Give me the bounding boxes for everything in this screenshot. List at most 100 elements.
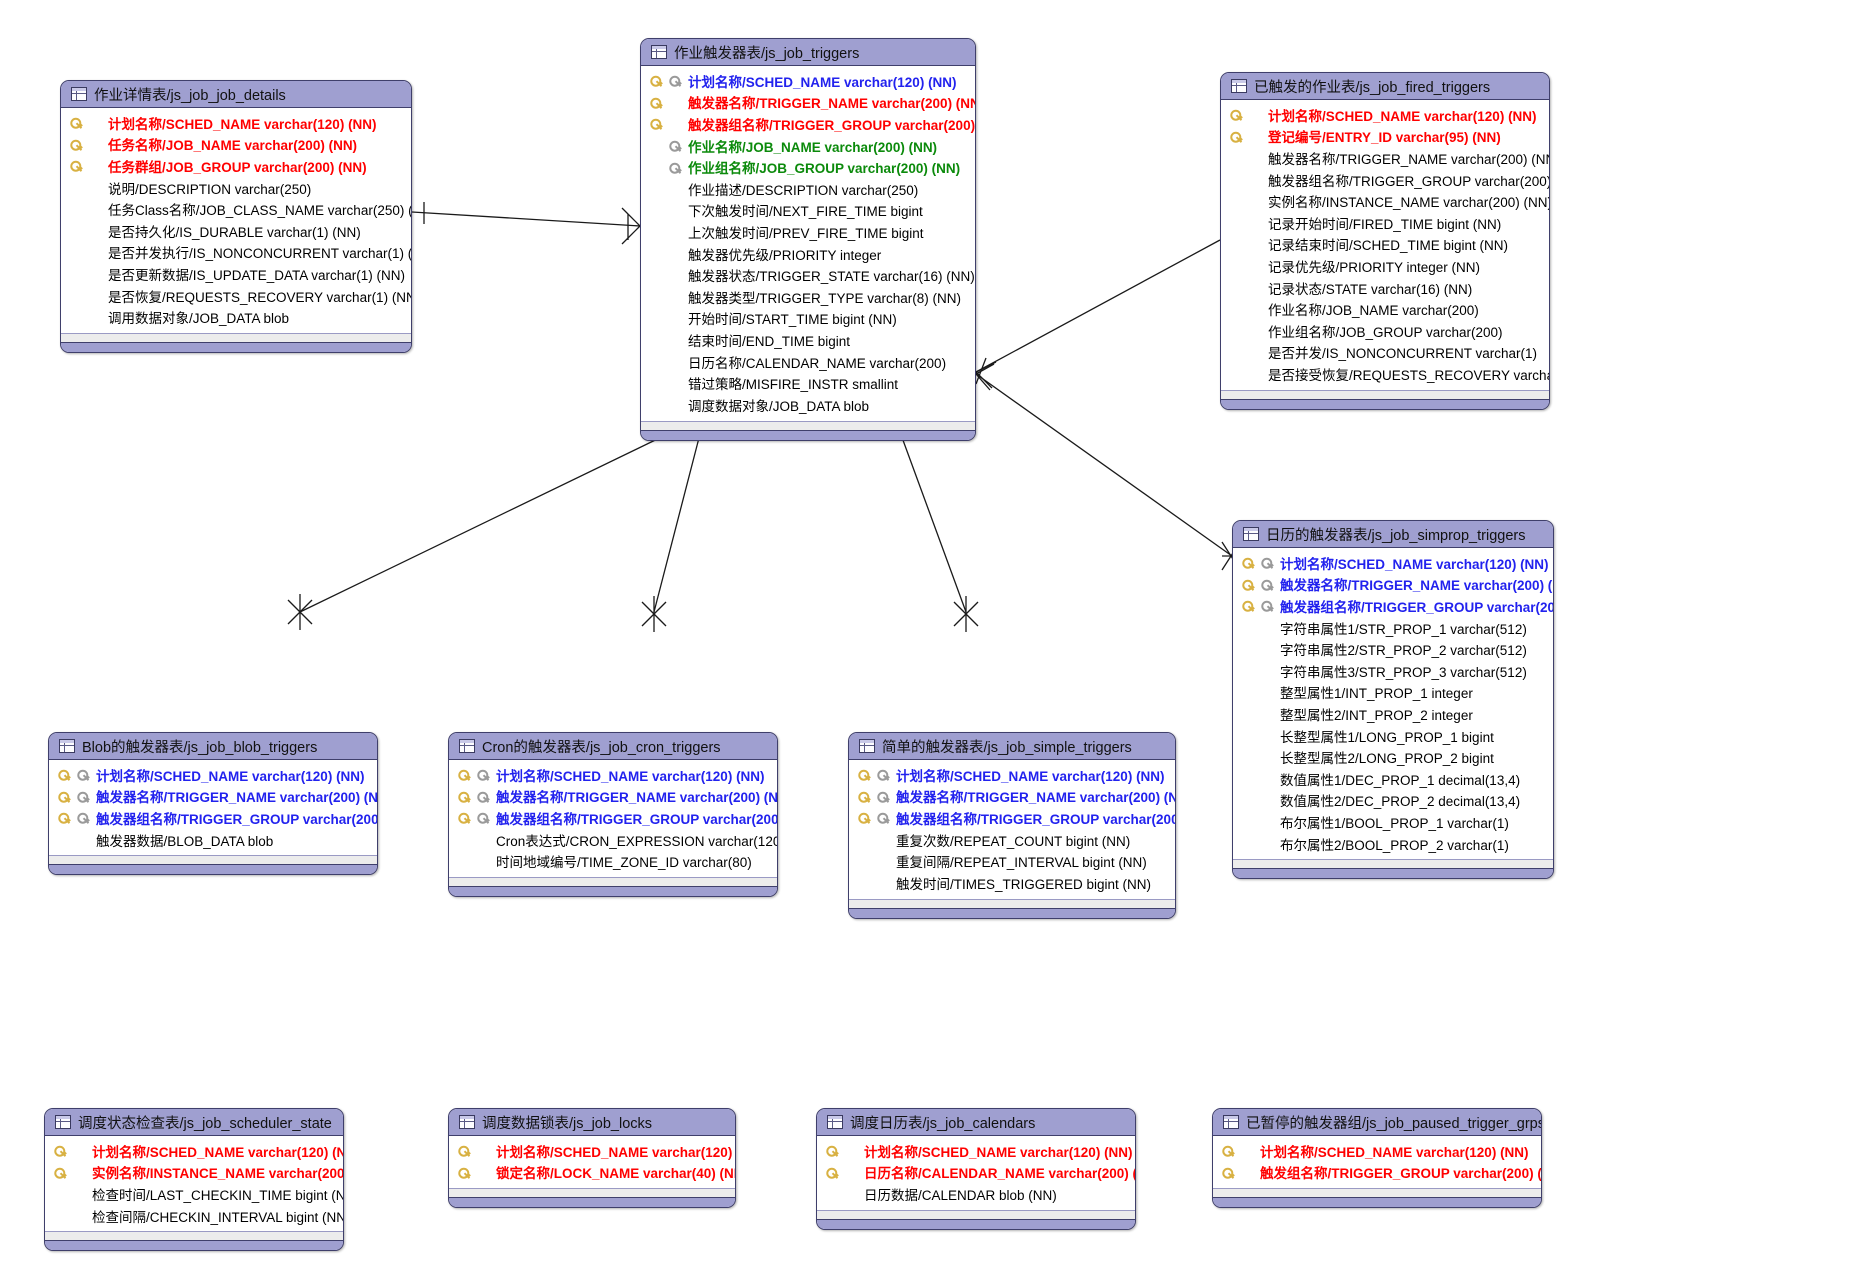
attribute-row[interactable]: 计划名称/SCHED_NAME varchar(120) (NN) <box>51 1140 343 1162</box>
attribute-row[interactable]: 下次触发时间/NEXT_FIRE_TIME bigint <box>647 200 967 222</box>
attribute-row[interactable]: 日历名称/CALENDAR_NAME varchar(200) <box>647 351 967 373</box>
attribute-row[interactable]: 任务群组/JOB_GROUP varchar(200) (NN) <box>67 155 403 177</box>
attribute-row[interactable]: 计划名称/SCHED_NAME varchar(120) (NN) <box>1219 1140 1533 1162</box>
attribute-row[interactable]: 实例名称/INSTANCE_NAME varchar(200) (NN) <box>51 1162 343 1184</box>
attribute-row[interactable]: 记录结束时间/SCHED_TIME bigint (NN) <box>1227 234 1541 256</box>
attribute-row[interactable]: 字符串属性2/STR_PROP_2 varchar(512) <box>1239 638 1545 660</box>
attribute-row[interactable]: 实例名称/INSTANCE_NAME varchar(200) (NN) <box>1227 190 1549 212</box>
attribute-row[interactable]: 触发器类型/TRIGGER_TYPE varchar(8) (NN) <box>647 286 967 308</box>
entity-fired_triggers[interactable]: 已触发的作业表/js_job_fired_triggers 计划名称/SCHED_… <box>1220 72 1550 410</box>
attribute-row[interactable]: 计划名称/SCHED_NAME varchar(120) (NN) <box>647 70 967 92</box>
attribute-row[interactable]: 布尔属性2/BOOL_PROP_2 varchar(1) <box>1239 833 1545 855</box>
attribute-row[interactable]: 锁定名称/LOCK_NAME varchar(40) (NN) <box>455 1162 735 1184</box>
entity-header-calendars[interactable]: 调度日历表/js_job_calendars <box>817 1109 1135 1136</box>
attribute-row[interactable]: 触发器名称/TRIGGER_NAME varchar(200) (NN) <box>1227 147 1549 169</box>
attribute-row[interactable]: 触发器状态/TRIGGER_STATE varchar(16) (NN) <box>647 264 975 286</box>
attribute-row[interactable]: 触发器名称/TRIGGER_NAME varchar(200) (NN) <box>855 786 1175 808</box>
attribute-row[interactable]: 任务Class名称/JOB_CLASS_NAME varchar(250) (N… <box>67 198 411 220</box>
attribute-row[interactable]: 记录状态/STATE varchar(16) (NN) <box>1227 277 1541 299</box>
attribute-row[interactable]: 上次触发时间/PREV_FIRE_TIME bigint <box>647 221 967 243</box>
entity-header-blob_triggers[interactable]: Blob的触发器表/js_job_blob_triggers <box>49 733 377 760</box>
attribute-row[interactable]: 长整型属性2/LONG_PROP_2 bigint <box>1239 746 1545 768</box>
attribute-row[interactable]: 是否恢复/REQUESTS_RECOVERY varchar(1) (NN) <box>67 285 411 307</box>
entity-header-simple_triggers[interactable]: 简单的触发器表/js_job_simple_triggers <box>849 733 1175 760</box>
attribute-row[interactable]: 触发器组名称/TRIGGER_GROUP varchar(200) (NN) <box>855 807 1175 829</box>
attribute-row[interactable]: 计划名称/SCHED_NAME varchar(120) (NN) <box>855 764 1167 786</box>
attribute-row[interactable]: 触发器名称/TRIGGER_NAME varchar(200) (NN) <box>55 786 377 808</box>
attribute-row[interactable]: 触发器优先级/PRIORITY integer <box>647 243 967 265</box>
attribute-row[interactable]: 触发器组名称/TRIGGER_GROUP varchar(200) (NN) <box>1239 595 1553 617</box>
attribute-row[interactable]: 整型属性1/INT_PROP_1 integer <box>1239 682 1545 704</box>
entity-paused_trigger_grps[interactable]: 已暂停的触发器组/js_job_paused_trigger_grps 计划名称/… <box>1212 1108 1542 1209</box>
attribute-row[interactable]: 字符串属性1/STR_PROP_1 varchar(512) <box>1239 617 1545 639</box>
attribute-row[interactable]: 布尔属性1/BOOL_PROP_1 varchar(1) <box>1239 811 1545 833</box>
entity-header-simprop_triggers[interactable]: 日历的触发器表/js_job_simprop_triggers <box>1233 521 1553 548</box>
attribute-row[interactable]: Cron表达式/CRON_EXPRESSION varchar(120) (NN… <box>455 829 777 851</box>
attribute-row[interactable]: 时间地域编号/TIME_ZONE_ID varchar(80) <box>455 850 769 872</box>
attribute-row[interactable]: 说明/DESCRIPTION varchar(250) <box>67 177 403 199</box>
attribute-row[interactable]: 计划名称/SCHED_NAME varchar(120) (NN) <box>1239 552 1549 574</box>
attribute-row[interactable]: 触发器名称/TRIGGER_NAME varchar(200) (NN) <box>647 92 975 114</box>
attribute-row[interactable]: 是否持久化/IS_DURABLE varchar(1) (NN) <box>67 220 403 242</box>
attribute-row[interactable]: 作业描述/DESCRIPTION varchar(250) <box>647 178 967 200</box>
entity-header-fired_triggers[interactable]: 已触发的作业表/js_job_fired_triggers <box>1221 73 1549 100</box>
attribute-row[interactable]: 调用数据对象/JOB_DATA blob <box>67 306 403 328</box>
attribute-row[interactable]: 检查时间/LAST_CHECKIN_TIME bigint (NN) <box>51 1183 343 1205</box>
attribute-row[interactable]: 触发器名称/TRIGGER_NAME varchar(200) (NN) <box>455 786 777 808</box>
entity-blob_triggers[interactable]: Blob的触发器表/js_job_blob_triggers 计划名称/SCHED… <box>48 732 378 876</box>
attribute-row[interactable]: 是否并发/IS_NONCONCURRENT varchar(1) <box>1227 342 1541 364</box>
entity-job_triggers[interactable]: 作业触发器表/js_job_triggers 计划名称/SCHED_NAME va… <box>640 38 976 441</box>
entity-simple_triggers[interactable]: 简单的触发器表/js_job_simple_triggers 计划名称/SCHED… <box>848 732 1176 919</box>
attribute-row[interactable]: 计划名称/SCHED_NAME varchar(120) (NN) <box>823 1140 1133 1162</box>
attribute-row[interactable]: 日历名称/CALENDAR_NAME varchar(200) (NN) <box>823 1162 1135 1184</box>
attribute-row[interactable]: 作业组名称/JOB_GROUP varchar(200) <box>1227 320 1541 342</box>
attribute-row[interactable]: 结束时间/END_TIME bigint <box>647 329 967 351</box>
attribute-row[interactable]: 计划名称/SCHED_NAME varchar(120) (NN) <box>67 112 403 134</box>
attribute-row[interactable]: 记录优先级/PRIORITY integer (NN) <box>1227 255 1541 277</box>
attribute-row[interactable]: 作业组名称/JOB_GROUP varchar(200) (NN) <box>647 156 967 178</box>
attribute-row[interactable]: 长整型属性1/LONG_PROP_1 bigint <box>1239 725 1545 747</box>
entity-locks[interactable]: 调度数据锁表/js_job_locks 计划名称/SCHED_NAME varch… <box>448 1108 736 1209</box>
attribute-row[interactable]: 触发组名称/TRIGGER_GROUP varchar(200) (NN) <box>1219 1162 1541 1184</box>
attribute-row[interactable]: 整型属性2/INT_PROP_2 integer <box>1239 703 1545 725</box>
attribute-row[interactable]: 触发时间/TIMES_TRIGGERED bigint (NN) <box>855 872 1167 894</box>
entity-header-cron_triggers[interactable]: Cron的触发器表/js_job_cron_triggers <box>449 733 777 760</box>
attribute-row[interactable]: 重复次数/REPEAT_COUNT bigint (NN) <box>855 829 1167 851</box>
attribute-row[interactable]: 登记编号/ENTRY_ID varchar(95) (NN) <box>1227 126 1541 148</box>
entity-header-job_job_details[interactable]: 作业详情表/js_job_job_details <box>61 81 411 108</box>
attribute-row[interactable]: 触发器组名称/TRIGGER_GROUP varchar(200) (NN) <box>647 113 975 135</box>
attribute-row[interactable]: 计划名称/SCHED_NAME varchar(120) (NN) <box>1227 104 1541 126</box>
entity-simprop_triggers[interactable]: 日历的触发器表/js_job_simprop_triggers 计划名称/SCHE… <box>1232 520 1554 880</box>
attribute-row[interactable]: 触发器组名称/TRIGGER_GROUP varchar(200) (NN) <box>1227 169 1549 191</box>
attribute-row[interactable]: 任务名称/JOB_NAME varchar(200) (NN) <box>67 134 403 156</box>
entity-scheduler_state[interactable]: 调度状态检查表/js_job_scheduler_state 计划名称/SCHED… <box>44 1108 344 1252</box>
attribute-row[interactable]: 计划名称/SCHED_NAME varchar(120) (NN) <box>455 1140 735 1162</box>
attribute-row[interactable]: 数值属性2/DEC_PROP_2 decimal(13,4) <box>1239 790 1545 812</box>
attribute-row[interactable]: 作业名称/JOB_NAME varchar(200) (NN) <box>647 135 967 157</box>
attribute-row[interactable]: 字符串属性3/STR_PROP_3 varchar(512) <box>1239 660 1545 682</box>
entity-header-locks[interactable]: 调度数据锁表/js_job_locks <box>449 1109 735 1136</box>
entity-header-paused_trigger_grps[interactable]: 已暂停的触发器组/js_job_paused_trigger_grps <box>1213 1109 1541 1136</box>
attribute-row[interactable]: 触发器组名称/TRIGGER_GROUP varchar(200) (NN) <box>455 807 777 829</box>
entity-calendars[interactable]: 调度日历表/js_job_calendars 计划名称/SCHED_NAME va… <box>816 1108 1136 1230</box>
attribute-row[interactable]: 计划名称/SCHED_NAME varchar(120) (NN) <box>55 764 369 786</box>
attribute-row[interactable]: 开始时间/START_TIME bigint (NN) <box>647 308 967 330</box>
attribute-row[interactable]: 错过策略/MISFIRE_INSTR smallint <box>647 372 967 394</box>
attribute-row[interactable]: 触发器名称/TRIGGER_NAME varchar(200) (NN) <box>1239 574 1553 596</box>
attribute-row[interactable]: 记录开始时间/FIRED_TIME bigint (NN) <box>1227 212 1541 234</box>
attribute-row[interactable]: 检查间隔/CHECKIN_INTERVAL bigint (NN) <box>51 1205 343 1227</box>
entity-header-scheduler_state[interactable]: 调度状态检查表/js_job_scheduler_state <box>45 1109 343 1136</box>
entity-cron_triggers[interactable]: Cron的触发器表/js_job_cron_triggers 计划名称/SCHED… <box>448 732 778 897</box>
attribute-row[interactable]: 触发器组名称/TRIGGER_GROUP varchar(200) (NN) <box>55 807 377 829</box>
attribute-row[interactable]: 触发器数据/BLOB_DATA blob <box>55 829 369 851</box>
attribute-row[interactable]: 数值属性1/DEC_PROP_1 decimal(13,4) <box>1239 768 1545 790</box>
attribute-row[interactable]: 是否并发执行/IS_NONCONCURRENT varchar(1) (NN) <box>67 242 411 264</box>
attribute-row[interactable]: 作业名称/JOB_NAME varchar(200) <box>1227 298 1541 320</box>
attribute-row[interactable]: 日历数据/CALENDAR blob (NN) <box>823 1183 1127 1205</box>
attribute-row[interactable]: 调度数据对象/JOB_DATA blob <box>647 394 967 416</box>
attribute-row[interactable]: 重复间隔/REPEAT_INTERVAL bigint (NN) <box>855 850 1167 872</box>
attribute-row[interactable]: 计划名称/SCHED_NAME varchar(120) (NN) <box>455 764 769 786</box>
attribute-row[interactable]: 是否接受恢复/REQUESTS_RECOVERY varchar(1) <box>1227 363 1549 385</box>
entity-header-job_triggers[interactable]: 作业触发器表/js_job_triggers <box>641 39 975 66</box>
attribute-row[interactable]: 是否更新数据/IS_UPDATE_DATA varchar(1) (NN) <box>67 263 405 285</box>
